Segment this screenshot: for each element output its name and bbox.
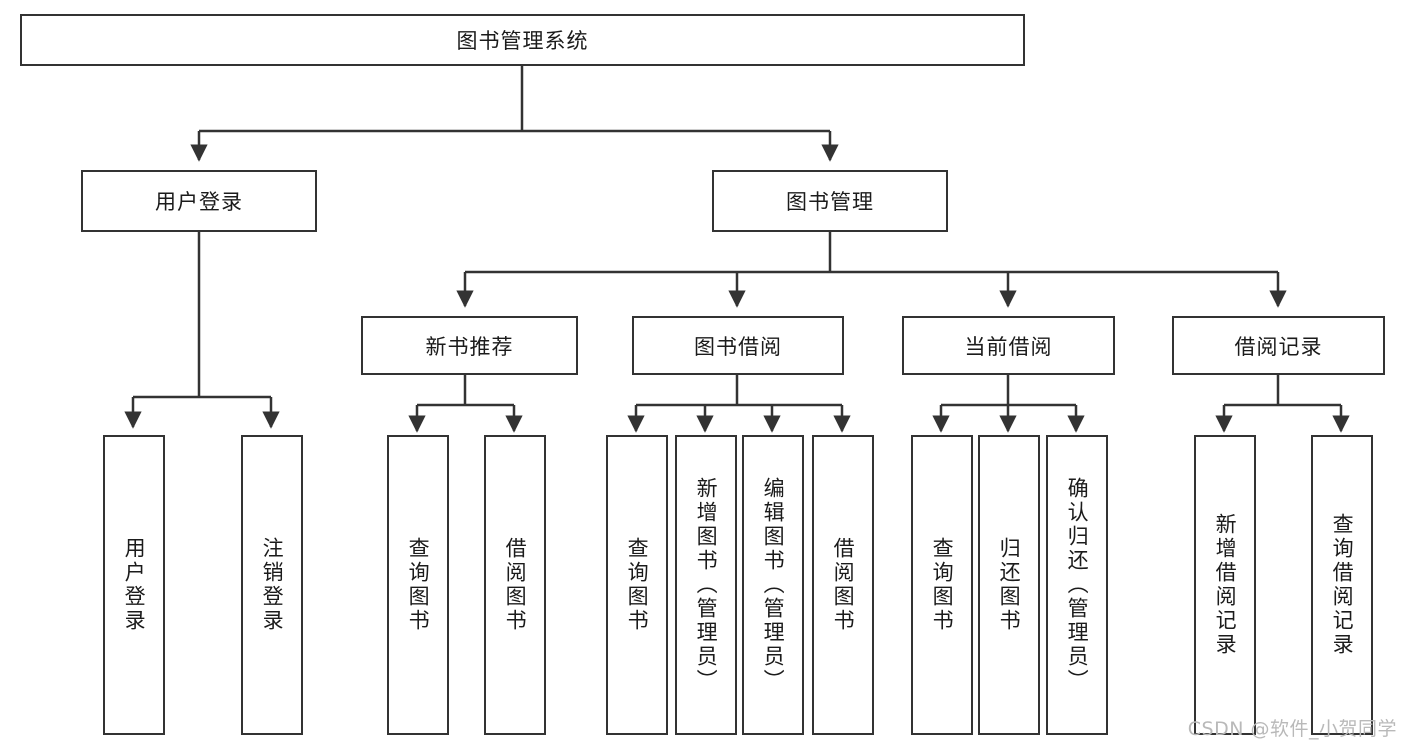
node-root[interactable]: 图书管理系统 [20, 14, 1025, 66]
node-leaf-user-login-label: 用户登录 [122, 537, 147, 633]
node-leaf-edit-book[interactable]: 编辑图书（管理员） [742, 435, 804, 735]
node-leaf-confirm-return-label: 确认归还（管理员） [1065, 477, 1090, 693]
node-leaf-borrow-book-1[interactable]: 借阅图书 [484, 435, 546, 735]
node-leaf-query-record[interactable]: 查询借阅记录 [1311, 435, 1373, 735]
node-book-borrow-label: 图书借阅 [694, 334, 782, 359]
node-leaf-query-book-1-label: 查询图书 [406, 537, 431, 633]
node-leaf-borrow-book-2-label: 借阅图书 [831, 537, 856, 633]
node-leaf-return-book[interactable]: 归还图书 [978, 435, 1040, 735]
node-new-book-recommend-label: 新书推荐 [425, 334, 514, 359]
node-leaf-query-record-label: 查询借阅记录 [1330, 513, 1355, 657]
node-leaf-logout[interactable]: 注销登录 [241, 435, 303, 735]
node-user-login[interactable]: 用户登录 [81, 170, 317, 232]
node-leaf-add-book-label: 新增图书（管理员） [694, 477, 719, 693]
node-user-login-label: 用户登录 [155, 190, 243, 214]
node-leaf-query-book-2-label: 查询图书 [625, 537, 650, 633]
node-leaf-user-login[interactable]: 用户登录 [103, 435, 165, 735]
node-leaf-add-book[interactable]: 新增图书（管理员） [675, 435, 737, 735]
node-leaf-query-book-1[interactable]: 查询图书 [387, 435, 449, 735]
node-current-borrow[interactable]: 当前借阅 [902, 316, 1115, 375]
node-book-management-label: 图书管理 [786, 190, 874, 214]
node-leaf-edit-book-label: 编辑图书（管理员） [761, 477, 786, 693]
node-leaf-borrow-book-1-label: 借阅图书 [503, 537, 528, 633]
node-new-book-recommend[interactable]: 新书推荐 [361, 316, 578, 375]
node-leaf-add-record[interactable]: 新增借阅记录 [1194, 435, 1256, 735]
node-leaf-query-book-2[interactable]: 查询图书 [606, 435, 668, 735]
node-leaf-add-record-label: 新增借阅记录 [1213, 513, 1238, 657]
node-leaf-query-book-3[interactable]: 查询图书 [911, 435, 973, 735]
node-leaf-return-book-label: 归还图书 [997, 537, 1022, 633]
node-leaf-query-book-3-label: 查询图书 [930, 537, 955, 633]
node-book-management[interactable]: 图书管理 [712, 170, 948, 232]
node-borrow-record-label: 借阅记录 [1234, 334, 1323, 359]
node-leaf-borrow-book-2[interactable]: 借阅图书 [812, 435, 874, 735]
node-current-borrow-label: 当前借阅 [964, 334, 1053, 359]
node-leaf-confirm-return[interactable]: 确认归还（管理员） [1046, 435, 1108, 735]
node-leaf-logout-label: 注销登录 [260, 537, 285, 633]
node-borrow-record[interactable]: 借阅记录 [1172, 316, 1385, 375]
watermark-text: CSDN @软件_小贺同学 [1187, 718, 1397, 740]
node-book-borrow[interactable]: 图书借阅 [632, 316, 844, 375]
node-root-label: 图书管理系统 [456, 29, 589, 53]
